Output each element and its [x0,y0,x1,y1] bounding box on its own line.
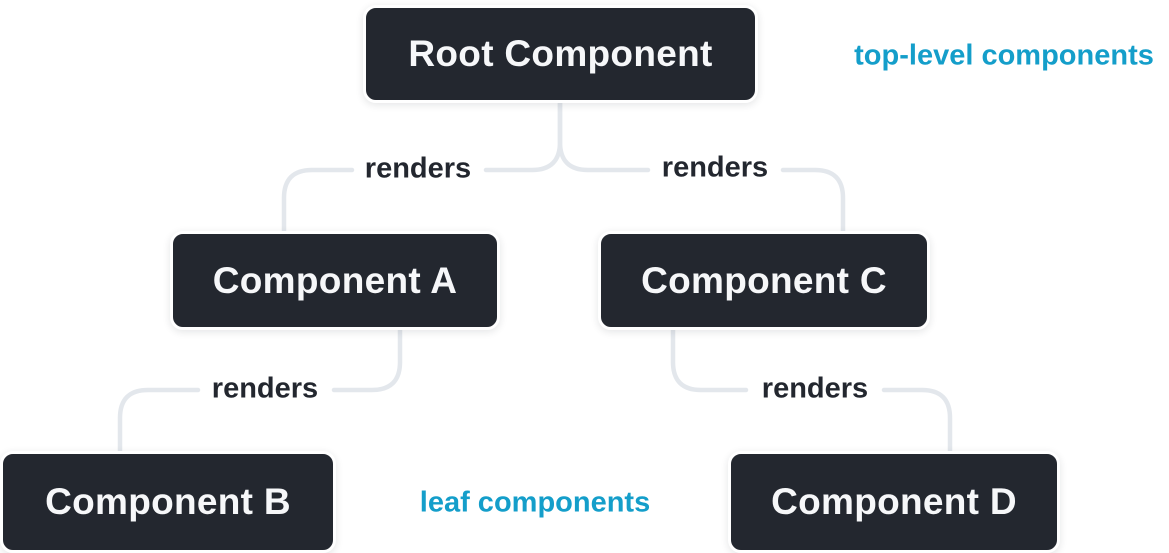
annotation-leaf-components: leaf components [419,486,651,519]
node-component-b: Component B [0,451,336,553]
edge-label-root-to-c: renders [661,151,769,184]
node-component-d: Component D [728,451,1060,553]
node-component-c: Component C [598,231,930,330]
edge-label-a-to-b: renders [211,372,319,405]
edge-component-c-to-component-d [670,327,953,454]
node-component-a: Component A [170,231,500,330]
node-component-b-label: Component B [45,481,291,522]
node-component-a-label: Component A [212,259,458,301]
annotation-top-level-components: top-level components [854,39,1154,72]
node-root-component-label: Root Component [408,33,713,74]
edge-root-to-component-c [557,100,846,234]
node-component-c-label: Component C [641,259,887,301]
node-component-d-label: Component D [771,481,1017,522]
node-root-component: Root Component [363,5,758,103]
edge-component-a-to-component-b [117,327,403,454]
edge-label-root-to-a: renders [364,152,472,185]
edge-label-c-to-d: renders [761,372,869,405]
